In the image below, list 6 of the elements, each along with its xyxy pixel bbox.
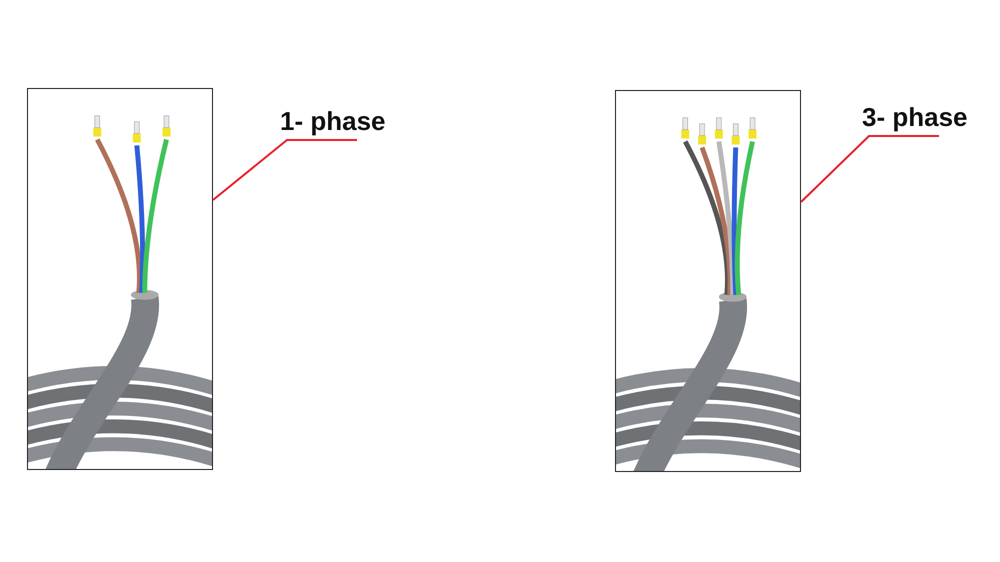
- cable-photo: [615, 90, 801, 472]
- leader-line: [800, 135, 939, 203]
- cable-photo: [27, 88, 213, 470]
- phase-label: 3- phase: [862, 100, 968, 134]
- phase-label: 1- phase: [280, 104, 386, 138]
- leader-line: [212, 139, 357, 201]
